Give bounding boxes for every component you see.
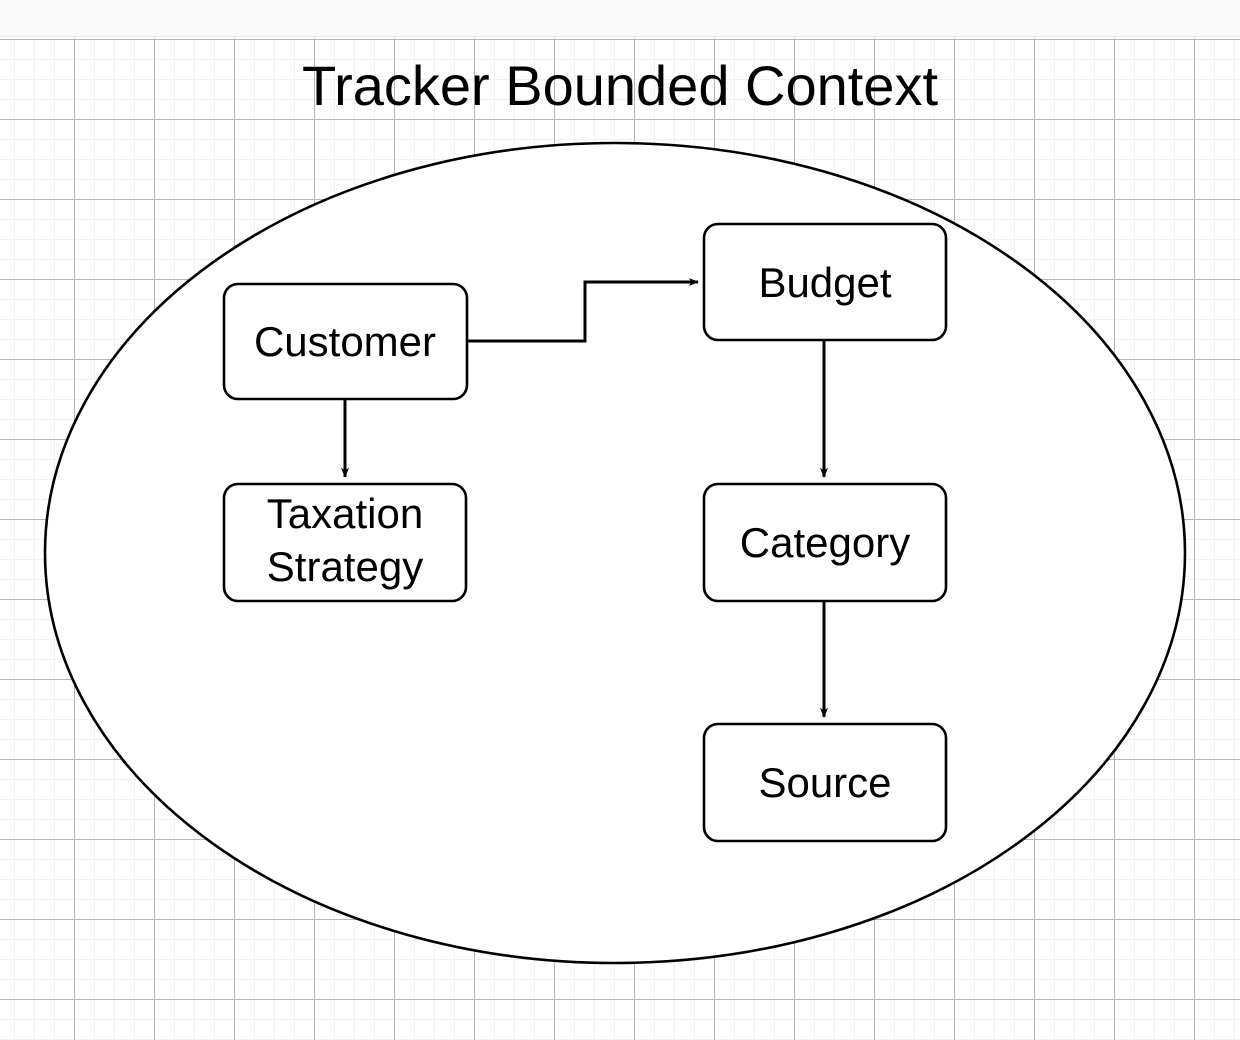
diagram-canvas[interactable]: Tracker Bounded Context Customer Budge xyxy=(0,38,1240,1040)
node-taxation-strategy-shape[interactable] xyxy=(222,482,468,603)
node-budget-label: Budget xyxy=(758,259,891,306)
node-budget[interactable]: Budget xyxy=(702,222,948,342)
node-category-label: Category xyxy=(740,519,910,566)
node-category[interactable]: Category xyxy=(702,482,948,603)
diagram-svg: Tracker Bounded Context Customer Budge xyxy=(43,54,1187,965)
node-budget-shape[interactable] xyxy=(702,222,948,342)
edge-customer-to-budget[interactable] xyxy=(467,278,699,343)
node-taxation-strategy-label-line1: Taxation xyxy=(267,490,423,537)
node-category-shape[interactable] xyxy=(702,482,948,603)
node-customer-shape[interactable] xyxy=(222,282,469,401)
editor-toolbar[interactable] xyxy=(0,0,1240,37)
node-customer-label: Customer xyxy=(254,318,436,365)
node-taxation-strategy-label-line2: Strategy xyxy=(267,543,423,590)
node-customer[interactable]: Customer xyxy=(222,282,469,401)
page-title: Tracker Bounded Context xyxy=(302,54,938,117)
bounded-context-boundary[interactable] xyxy=(43,141,1187,965)
node-source-label: Source xyxy=(758,759,891,806)
node-taxation-strategy[interactable]: Taxation Strategy xyxy=(222,482,468,603)
node-source-shape[interactable] xyxy=(702,722,948,843)
node-source[interactable]: Source xyxy=(702,722,948,843)
